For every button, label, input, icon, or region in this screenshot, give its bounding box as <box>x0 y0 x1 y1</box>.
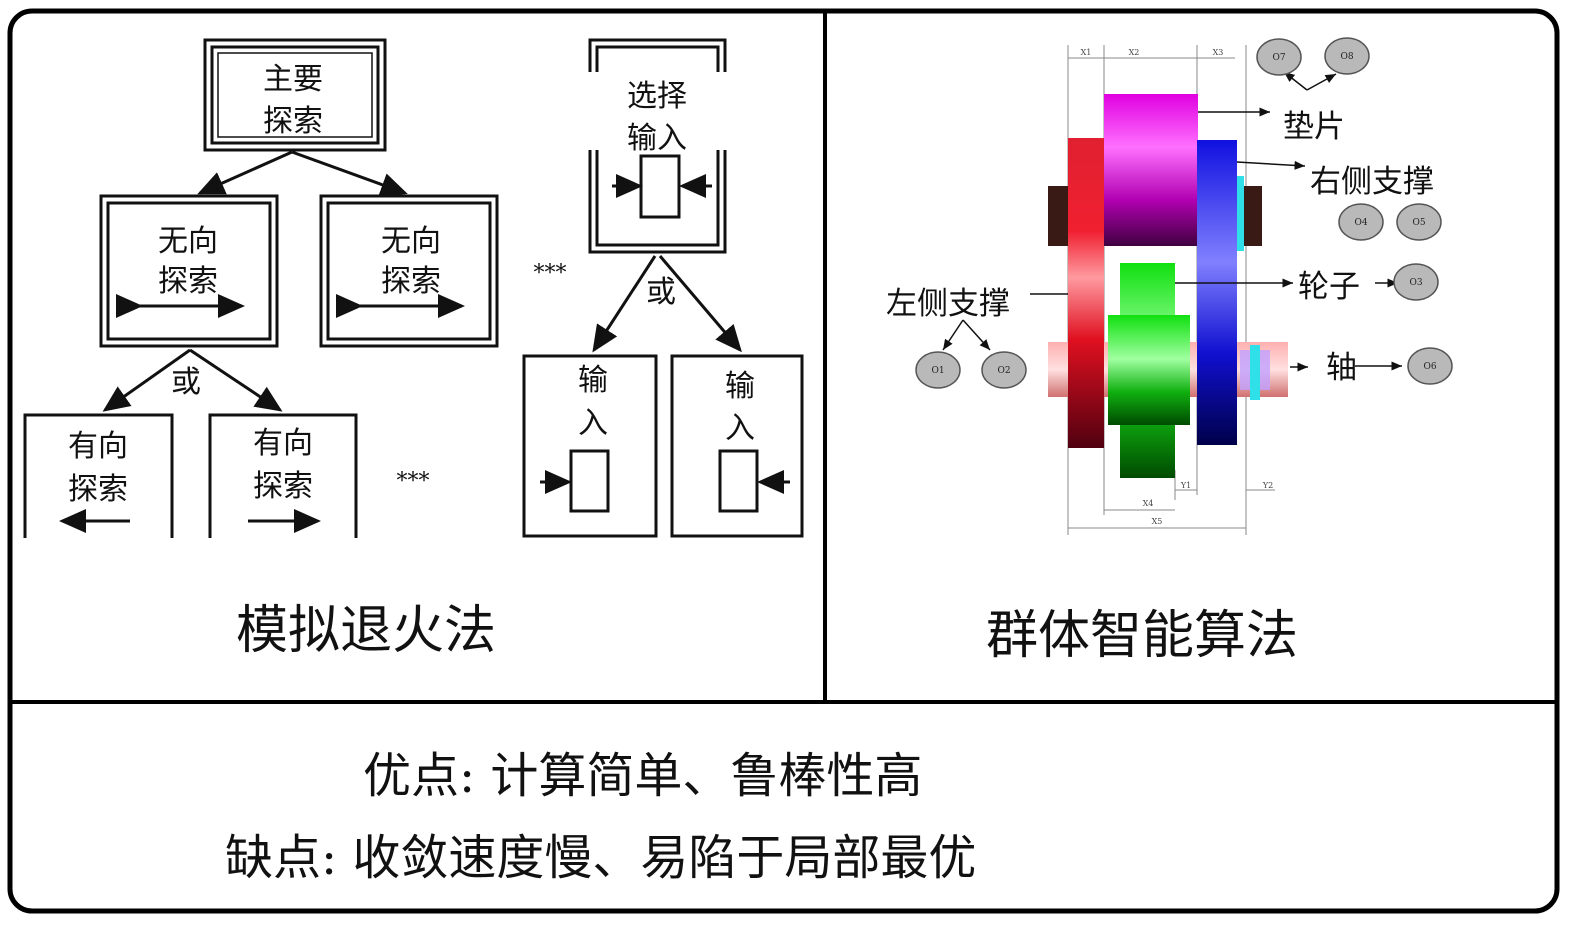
undirected-search-box-a <box>99 194 279 348</box>
label-axle: 轴 <box>1326 350 1357 386</box>
select-box-line2: 输入 <box>627 121 687 156</box>
ellipsis-bottom: *** <box>397 469 430 494</box>
directed-search-box-b <box>208 413 358 538</box>
input-b-line1: 输 <box>725 369 755 404</box>
cons-text: 缺点: 收敛速度慢、易陷于局部最优 <box>225 830 976 886</box>
label-wheel: 轮子 <box>1298 269 1360 305</box>
circle-o1 <box>915 351 961 389</box>
circle-label-o8: O8 <box>1340 52 1353 62</box>
circle-label-o7: O7 <box>1272 53 1285 63</box>
right-caption: 群体智能算法 <box>986 606 1298 666</box>
simulated-annealing-diagram <box>23 38 804 538</box>
dim-x1: X1 <box>1081 48 1092 57</box>
directed-search-box-a <box>23 413 174 538</box>
label-left-support: 左侧支撑 <box>886 286 1010 322</box>
input-a-line1: 输 <box>578 363 608 398</box>
directed-a-line2: 探索 <box>68 472 128 507</box>
main-box-line1: 主要 <box>263 62 323 97</box>
directed-b-line1: 有向 <box>253 426 313 461</box>
circle-label-o2: O2 <box>997 366 1010 376</box>
dim-x3: X3 <box>1213 48 1224 57</box>
or-label-right: 或 <box>646 275 676 310</box>
dim-x5: X5 <box>1152 517 1163 526</box>
pros-text: 优点: 计算简单、鲁棒性高 <box>363 748 922 804</box>
undirected-search-box-b <box>319 194 499 348</box>
undirected-b-line1: 无向 <box>381 224 441 259</box>
dim-x2: X2 <box>1129 48 1140 57</box>
directed-b-line2: 探索 <box>253 469 313 504</box>
label-right-support: 右侧支撑 <box>1310 164 1434 200</box>
washer-part-cyan <box>1234 176 1244 251</box>
or-label: 或 <box>171 365 201 400</box>
swarm-intelligence-diagram: X1 X2 X3 Y1 X4 X5 Y2 <box>886 37 1453 666</box>
undirected-a-line2: 探索 <box>158 264 218 299</box>
input-b-line2: 入 <box>725 411 755 446</box>
circle-o4 <box>1338 203 1384 241</box>
washer-part <box>1104 94 1198 246</box>
main-box-line2: 探索 <box>263 104 323 139</box>
right-support-part <box>1197 140 1237 445</box>
circle-label-o4: O4 <box>1354 218 1367 228</box>
label-washer: 垫片 <box>1283 109 1345 145</box>
dim-x4: X4 <box>1143 499 1154 508</box>
circle-o3 <box>1393 263 1439 301</box>
directed-a-line1: 有向 <box>68 429 128 464</box>
input-box-b <box>670 354 804 538</box>
select-input-box <box>588 38 727 254</box>
circle-label-o6: O6 <box>1423 362 1436 372</box>
dim-y2: Y2 <box>1262 481 1273 490</box>
circle-o2 <box>981 351 1027 389</box>
left-caption: 模拟退火法 <box>236 601 496 661</box>
undirected-a-line1: 无向 <box>158 224 218 259</box>
circle-o6 <box>1407 347 1453 385</box>
main-search-box <box>203 38 387 152</box>
circle-o7 <box>1256 38 1302 76</box>
outer-border <box>7 8 1560 914</box>
circle-label-o5: O5 <box>1412 218 1425 228</box>
circle-label-o1: O1 <box>931 366 944 376</box>
select-box-line1: 选择 <box>627 79 687 114</box>
ellipsis-mid: *** <box>534 261 567 286</box>
circle-label-o3: O3 <box>1409 278 1422 288</box>
pros-cons: 优点: 计算简单、鲁棒性高 缺点: 收敛速度慢、易陷于局部最优 <box>225 748 976 886</box>
input-box-a <box>522 354 658 538</box>
left-support-part <box>1068 138 1104 448</box>
input-a-line2: 入 <box>578 406 608 441</box>
undirected-b-line2: 探索 <box>381 264 441 299</box>
circle-o5 <box>1396 203 1442 241</box>
circle-o8 <box>1324 37 1370 75</box>
dim-y1: Y1 <box>1180 481 1191 490</box>
